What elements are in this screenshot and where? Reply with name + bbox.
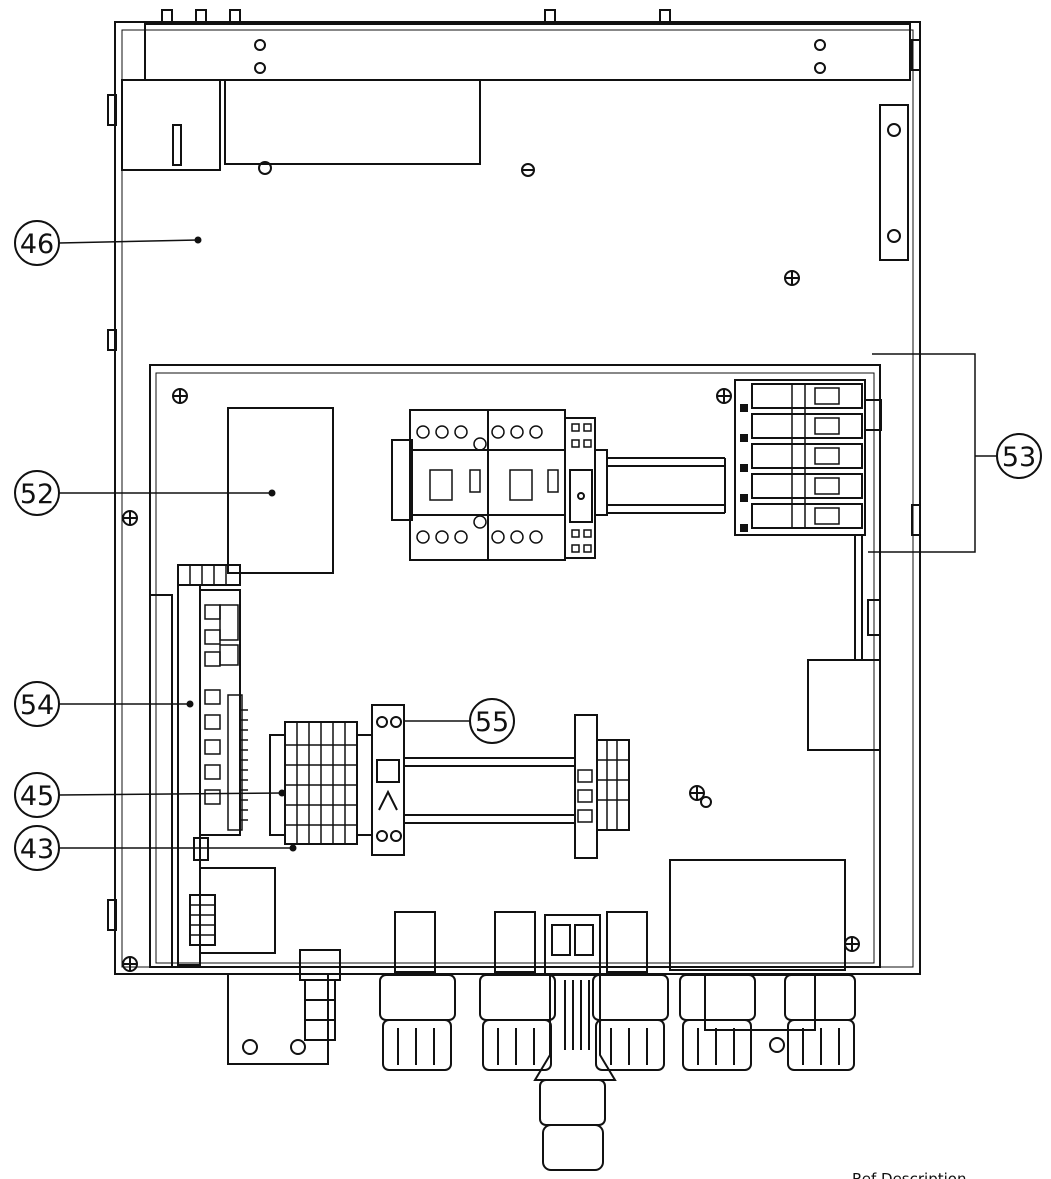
screw bbox=[254, 39, 266, 51]
hole bbox=[887, 229, 901, 243]
hole bbox=[521, 163, 535, 177]
callout-52: 52 bbox=[14, 470, 276, 516]
callout-label: 54 bbox=[20, 690, 54, 721]
bottom-box bbox=[669, 859, 846, 971]
callout-54: 54 bbox=[14, 681, 194, 727]
fuse-holder bbox=[371, 704, 405, 856]
small-terminal-block bbox=[574, 714, 630, 859]
right-box bbox=[807, 659, 881, 751]
screw bbox=[814, 39, 826, 51]
side-tab bbox=[107, 899, 117, 931]
top-studs bbox=[161, 9, 671, 25]
callout-43: 43 bbox=[14, 825, 297, 871]
cable-glands bbox=[227, 911, 856, 1171]
callout-label: 46 bbox=[20, 229, 54, 260]
side-tab bbox=[107, 329, 117, 351]
callout-45: 45 bbox=[14, 772, 286, 818]
plus-screw bbox=[689, 785, 712, 808]
mounting-plate-inner bbox=[155, 372, 875, 964]
side-tab bbox=[911, 504, 921, 536]
plus-screw bbox=[844, 936, 860, 952]
stud bbox=[172, 124, 182, 166]
hinge-strip bbox=[879, 104, 909, 261]
plus-screw bbox=[716, 388, 732, 404]
callout-label: 52 bbox=[20, 479, 54, 510]
top-rail bbox=[144, 23, 911, 81]
upper-bracket bbox=[121, 79, 221, 171]
callout-label: 53 bbox=[1002, 442, 1036, 473]
plus-screw bbox=[122, 510, 138, 526]
reference-description-heading: Ref Description bbox=[852, 1170, 966, 1179]
screw bbox=[254, 62, 266, 74]
circuit-breakers bbox=[734, 379, 882, 536]
callout-label: 45 bbox=[20, 781, 54, 812]
plus-screw bbox=[122, 956, 138, 972]
side-tab bbox=[107, 94, 117, 126]
callout-label: 55 bbox=[475, 707, 509, 738]
callout-55: 55 bbox=[404, 698, 515, 744]
plus-screw bbox=[172, 388, 188, 404]
callout-46: 46 bbox=[14, 220, 202, 266]
plus-screw bbox=[784, 270, 800, 286]
contactors bbox=[391, 409, 726, 561]
mounting-plate bbox=[149, 364, 881, 968]
callout-53: 53 bbox=[868, 353, 1042, 553]
hole bbox=[887, 123, 901, 137]
callout-label: 43 bbox=[20, 834, 54, 865]
terminal-block bbox=[269, 721, 373, 845]
controller-board bbox=[227, 407, 334, 574]
side-tab bbox=[911, 39, 921, 71]
upper-box bbox=[224, 79, 481, 165]
mounting-plate-outline bbox=[149, 364, 881, 968]
screw bbox=[814, 62, 826, 74]
board-connector bbox=[177, 564, 241, 586]
terminal-strip-vertical bbox=[149, 584, 276, 968]
hole bbox=[258, 161, 272, 175]
